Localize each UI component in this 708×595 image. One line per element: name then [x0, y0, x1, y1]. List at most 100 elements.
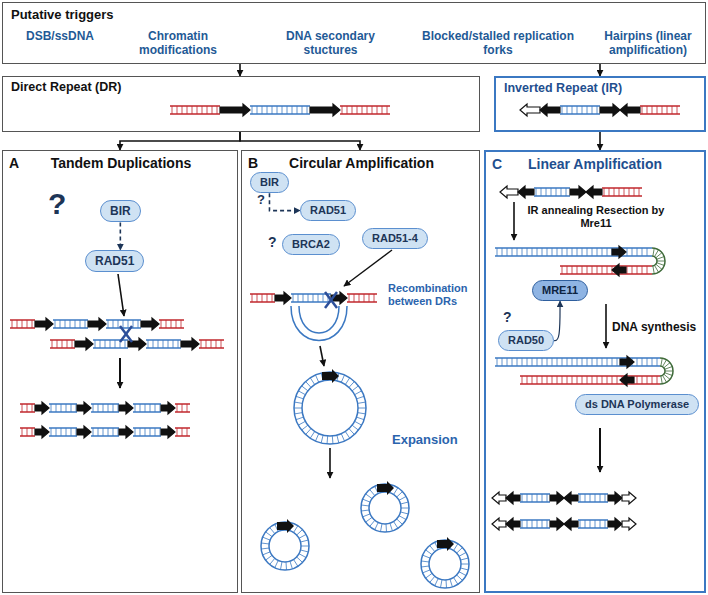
dna-duplex — [250, 292, 377, 304]
dna-rung — [342, 106, 343, 114]
dna-rung — [363, 514, 370, 517]
dna-rung — [542, 376, 543, 384]
dna-strand — [578, 501, 608, 503]
dna-rung — [55, 320, 56, 328]
dna-rung — [557, 248, 558, 256]
dna-rung — [653, 266, 654, 274]
dna-rung — [672, 106, 673, 114]
dna-strand — [291, 301, 331, 303]
dna-rung — [352, 106, 353, 114]
repeat-arrow — [275, 292, 291, 304]
dna-rung — [426, 550, 432, 555]
dna-rung — [597, 376, 598, 384]
dna-rung — [27, 428, 28, 436]
box-title: Inverted Repeat (IR) — [504, 81, 622, 96]
dna-strand — [640, 113, 680, 115]
hairpin-loop — [660, 358, 673, 384]
process-arrow — [605, 304, 607, 348]
dna-rung — [547, 358, 548, 366]
dna-strand — [146, 339, 181, 341]
dna-rung — [252, 106, 253, 114]
dna-rung — [459, 552, 466, 556]
process-arrow — [329, 448, 331, 478]
dna-rung — [561, 188, 562, 196]
dna-strand — [340, 105, 390, 107]
dna-rung — [349, 429, 354, 435]
dna-rung — [135, 428, 136, 436]
dna-rung — [661, 376, 662, 384]
dna-rung — [607, 266, 608, 274]
dna-rung — [306, 382, 311, 388]
dna-rung — [587, 376, 588, 384]
dna-rung — [642, 376, 643, 384]
dna-rung — [522, 376, 523, 384]
dna-circle — [421, 537, 469, 588]
dna-rung — [145, 404, 146, 412]
dna-rung — [595, 520, 596, 528]
dna-rung — [642, 266, 643, 274]
dna-rung — [372, 106, 373, 114]
dna-rung — [450, 579, 452, 587]
dna-strand — [146, 347, 181, 349]
process-arrow — [344, 250, 392, 286]
dna-rung — [537, 494, 538, 502]
dna-duplex — [520, 104, 680, 116]
dna-rung — [178, 340, 179, 348]
dna-rung — [187, 404, 188, 412]
dna-rung — [577, 376, 578, 384]
step-label: Recombination between DRs — [388, 282, 476, 308]
dna-rung — [454, 544, 458, 551]
dna-rung — [522, 358, 523, 366]
dna-strand — [91, 411, 119, 413]
dna-rung — [592, 358, 593, 366]
dna-rung — [597, 358, 598, 366]
dna-rung — [267, 294, 268, 302]
dna-rung — [70, 320, 71, 328]
dna-rung — [577, 358, 578, 366]
dna-rung — [374, 294, 375, 302]
crossover-mark — [325, 292, 337, 308]
dna-strand — [347, 293, 377, 295]
dna-strand — [534, 195, 570, 197]
dna-rung — [296, 396, 304, 399]
repeat-arrow — [77, 426, 91, 438]
dna-rung — [637, 376, 638, 384]
dna-rung — [460, 568, 468, 570]
dna-rung — [572, 106, 573, 114]
dna-rung — [457, 575, 463, 580]
dna-rung — [161, 320, 162, 328]
dna-rung — [387, 106, 388, 114]
repeat-arrow — [570, 186, 586, 198]
dna-rung — [592, 106, 593, 114]
dna-rung — [597, 106, 598, 114]
dna-rung — [556, 188, 557, 196]
dna-rung — [95, 340, 96, 348]
protein-pill: RAD51 — [85, 250, 144, 272]
dna-strand — [495, 357, 660, 359]
dna-rung — [332, 436, 334, 444]
trigger-panel: Putative triggersDSB/ssDNAChromatin modi… — [2, 2, 706, 64]
dna-rung — [150, 404, 151, 412]
dna-rung — [507, 358, 508, 366]
dna-strand — [106, 327, 141, 329]
dna-rung — [647, 106, 648, 114]
dna-strand — [520, 501, 550, 503]
dna-rung — [202, 106, 203, 114]
dna-rung — [155, 404, 156, 412]
dna-rung — [302, 386, 308, 391]
dna-rung — [612, 358, 613, 366]
dna-rung — [597, 248, 598, 256]
dna-rung — [293, 294, 294, 302]
dna-rung — [221, 340, 222, 348]
dna-rung — [337, 435, 339, 443]
dna-rung — [105, 340, 106, 348]
dna-strand — [495, 255, 652, 257]
dna-rung — [257, 294, 258, 302]
repeat-arrow — [35, 402, 49, 414]
dna-rung — [639, 188, 640, 196]
dna-rung — [522, 248, 523, 256]
dna-rung — [602, 248, 603, 256]
trigger-item: Chromatin modifications — [108, 29, 248, 58]
dna-strand — [10, 319, 35, 321]
